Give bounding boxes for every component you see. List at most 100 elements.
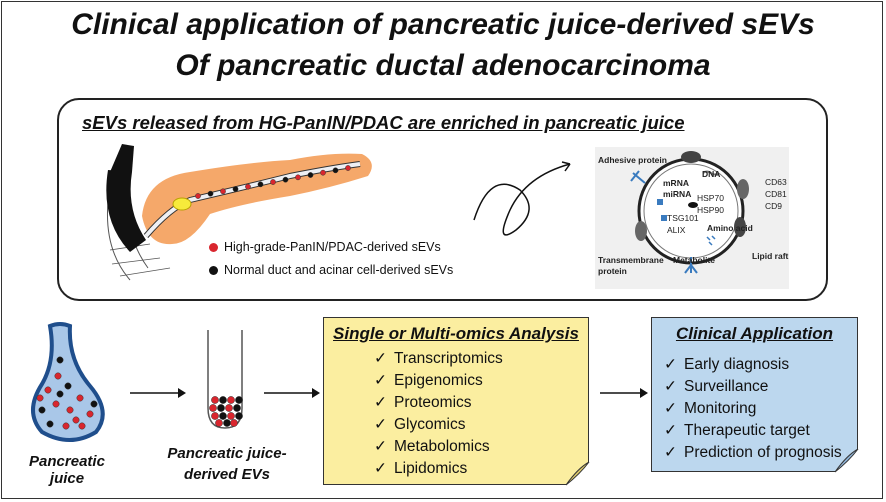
ev-dot [56,356,64,364]
clinical-item: ✓Therapeutic target [664,420,842,442]
ev-dot [78,422,86,430]
ev-dot [38,406,46,414]
ev-dot [46,420,54,428]
ev-dot [56,390,64,398]
clinical-application-box: Clinical Application ✓Early diagnosis ✓S… [651,317,858,472]
amino-acid-label: Amino acid [707,223,753,233]
arrow-icon [264,388,320,398]
omics-item: ✓Glycomics [374,414,503,436]
arrow-icon [600,388,648,398]
tsg101-label: TSG101 [667,213,699,223]
curly-arrow-icon [473,161,571,236]
omics-analysis-box: Single or Multi-omics Analysis ✓Transcri… [323,317,589,485]
ev-dot [295,174,301,181]
extracellular-vesicle-illustration: Adhesive protein DNA mRNA miRNA HSP70 HS… [595,147,789,289]
ev-dot [52,400,60,408]
ev-dot [54,372,62,380]
clinical-title: Clinical Application [675,324,834,343]
check-icon: ✓ [374,394,387,411]
figure-title-line2: Of pancreatic ductal adenocarcinoma [175,49,711,82]
lipid-raft-label: Lipid raft [752,251,789,261]
metabolite-label: Metabolite [673,255,716,265]
check-icon: ✓ [374,438,387,455]
check-icon: ✓ [374,416,387,433]
ev-dot [332,167,339,174]
ev-dot [282,176,289,183]
hsp90-label: HSP90 [697,205,724,215]
ev-dot [220,188,226,195]
adhesive-protein-label: Adhesive protein [598,155,667,165]
ev-dot [307,172,314,178]
omics-item: ✓Epigenomics [374,370,503,392]
check-icon: ✓ [374,460,387,477]
clinical-item: ✓Early diagnosis [664,354,842,376]
juice-caption: Pancreatic juice [29,453,105,487]
legend-cancer-label: High-grade-PanIN/PDAC-derived sEVs [224,240,441,254]
check-icon: ✓ [374,350,387,367]
ev-dot [230,419,238,427]
ev-dot [209,404,217,412]
evs-caption-line1: Pancreatic juice- [167,445,287,462]
ev-dot [195,193,201,199]
ev-dot [227,412,235,420]
pancreas-body [142,153,372,245]
ev-dot [66,406,74,414]
panel-heading: sEVs released from HG-PanIN/PDAC are enr… [82,112,685,133]
ev-dot [225,404,233,412]
ev-dot [219,412,227,420]
figure-title-line1: Clinical application of pancreatic juice… [71,8,815,41]
ev-dot [64,382,72,390]
ev-dot [320,169,326,176]
ev-dot [76,394,84,402]
ev-dot [245,183,251,190]
clinical-item: ✓Prediction of prognosis [664,442,842,464]
omics-list: ✓Transcriptomics ✓Epigenomics ✓Proteomic… [374,348,503,480]
omics-item: ✓Metabolomics [374,436,503,458]
transmembrane-label: Transmembrane [598,255,664,265]
pancreas-illustration [106,144,372,281]
arrow-icon [130,388,186,398]
ev-dot [207,190,214,197]
cd81-label: CD81 [765,189,787,199]
ev-dot [270,179,276,185]
ev-dot [232,186,239,192]
ev-dot [44,386,52,394]
evs-caption-line2: derived EVs [184,466,270,483]
juice-drop-illustration [31,322,105,442]
ev-dot [345,165,351,171]
ev-dot [217,404,225,412]
legend-black-dot [209,266,218,275]
hsp70-label: HSP70 [697,193,724,203]
omics-item: ✓Transcriptomics [374,348,503,370]
omics-item: ✓Lipidomics [374,458,503,480]
omics-title: Single or Multi-omics Analysis [333,324,579,343]
ev-dot [215,419,223,427]
check-icon: ✓ [664,356,677,373]
clinical-item: ✓Surveillance [664,376,842,398]
cd9-label: CD9 [765,201,783,211]
protein-label: protein [598,266,627,276]
legend-red-dot [209,243,218,252]
legend-normal-label: Normal duct and acinar cell-derived sEVs [224,263,454,277]
ev-dot [257,181,264,188]
mirna-label: miRNA [663,189,692,199]
check-icon: ✓ [664,422,677,439]
ev-dot [211,396,219,404]
ev-dot [36,394,44,402]
check-icon: ✓ [664,400,677,417]
ev-dot [219,396,227,404]
ev-dot [235,396,243,404]
check-icon: ✓ [374,372,387,389]
ev-dot [235,412,243,420]
alix-label: ALIX [667,225,686,235]
check-icon: ✓ [664,444,677,461]
mrna-label: mRNA [663,178,689,188]
cd63-label: CD63 [765,177,787,187]
ev-dot [62,422,70,430]
dna-label: DNA [702,169,721,179]
folded-corner-icon [566,462,590,486]
ev-dot [72,416,80,424]
test-tube-illustration [207,330,243,429]
ev-dot [86,410,94,418]
